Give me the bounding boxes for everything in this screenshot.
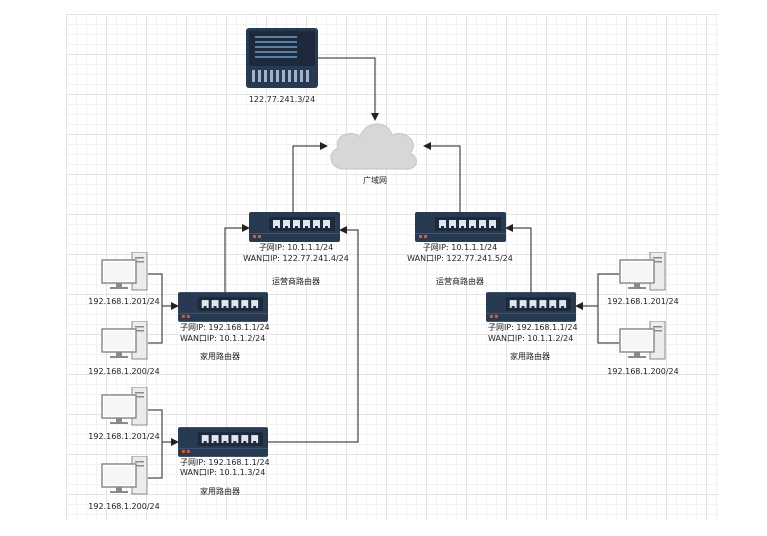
pc-r2-ip: 192.168.1.200/24 (607, 367, 679, 376)
home-r-wan: WAN口IP: 10.1.1.2/24 (488, 334, 574, 343)
link-server-cloud (318, 57, 379, 121)
link-pc-lt2 (148, 306, 163, 344)
link-pc-lb2 (148, 442, 163, 479)
home-lb-wan: WAN口IP: 10.1.1.3/24 (180, 468, 266, 477)
pc-right-1-icon (619, 252, 666, 291)
link-home-lt-isp-left (224, 224, 250, 294)
pc-r1-ip: 192.168.1.201/24 (607, 297, 679, 306)
link-isp-right-cloud (423, 142, 461, 212)
link-home-r-isp-right (505, 224, 532, 294)
isp-right-wan: WAN口IP: 122.77.241.5/24 (407, 254, 513, 263)
home-lt-name: 家用路由器 (200, 352, 240, 361)
home-r-subnet: 子网IP: 192.168.1.1/24 (488, 323, 578, 332)
pc-left-top-1-icon (101, 252, 148, 291)
isp-left-subnet: 子网IP: 10.1.1.1/24 (258, 243, 334, 252)
isp-right-name: 运营商路由器 (436, 277, 484, 286)
link-pc-r2 (597, 306, 619, 344)
server-icon (246, 28, 318, 88)
pc-left-bottom-1-icon (101, 387, 148, 426)
pc-left-bottom-2-icon (101, 456, 148, 495)
home-lt-subnet: 子网IP: 192.168.1.1/24 (180, 323, 270, 332)
isp-left-name: 运营商路由器 (272, 277, 320, 286)
pc-lt2-ip: 192.168.1.200/24 (88, 367, 160, 376)
pc-lb1-ip: 192.168.1.201/24 (88, 432, 160, 441)
link-home-lb-isp-left (268, 226, 359, 443)
pc-lt1-ip: 192.168.1.201/24 (88, 297, 160, 306)
link-pc-r1 (575, 273, 619, 310)
grid-background (66, 14, 718, 520)
home-router-left-top-icon (178, 292, 268, 322)
isp-router-left-icon (249, 212, 340, 242)
pc-right-2-icon (619, 321, 666, 360)
cloud-label: 广域网 (363, 176, 387, 185)
home-lt-wan: WAN口IP: 10.1.1.2/24 (180, 334, 266, 343)
home-lb-name: 家用路由器 (200, 487, 240, 496)
home-router-right-icon (486, 292, 576, 322)
home-router-left-bottom-icon (178, 427, 268, 457)
link-pc-lt1 (148, 273, 179, 310)
pc-left-top-2-icon (101, 321, 148, 360)
cloud-icon (330, 123, 418, 170)
isp-left-wan: WAN口IP: 122.77.241.4/24 (243, 254, 349, 263)
isp-router-right-icon (415, 212, 506, 242)
home-lb-subnet: 子网IP: 192.168.1.1/24 (180, 458, 270, 467)
link-isp-left-cloud (292, 142, 328, 212)
isp-right-subnet: 子网IP: 10.1.1.1/24 (422, 243, 498, 252)
server-ip-label: 122.77.241.3/24 (248, 95, 316, 104)
pc-lb2-ip: 192.168.1.200/24 (88, 502, 160, 511)
link-pc-lb1 (148, 409, 179, 446)
home-r-name: 家用路由器 (510, 352, 550, 361)
